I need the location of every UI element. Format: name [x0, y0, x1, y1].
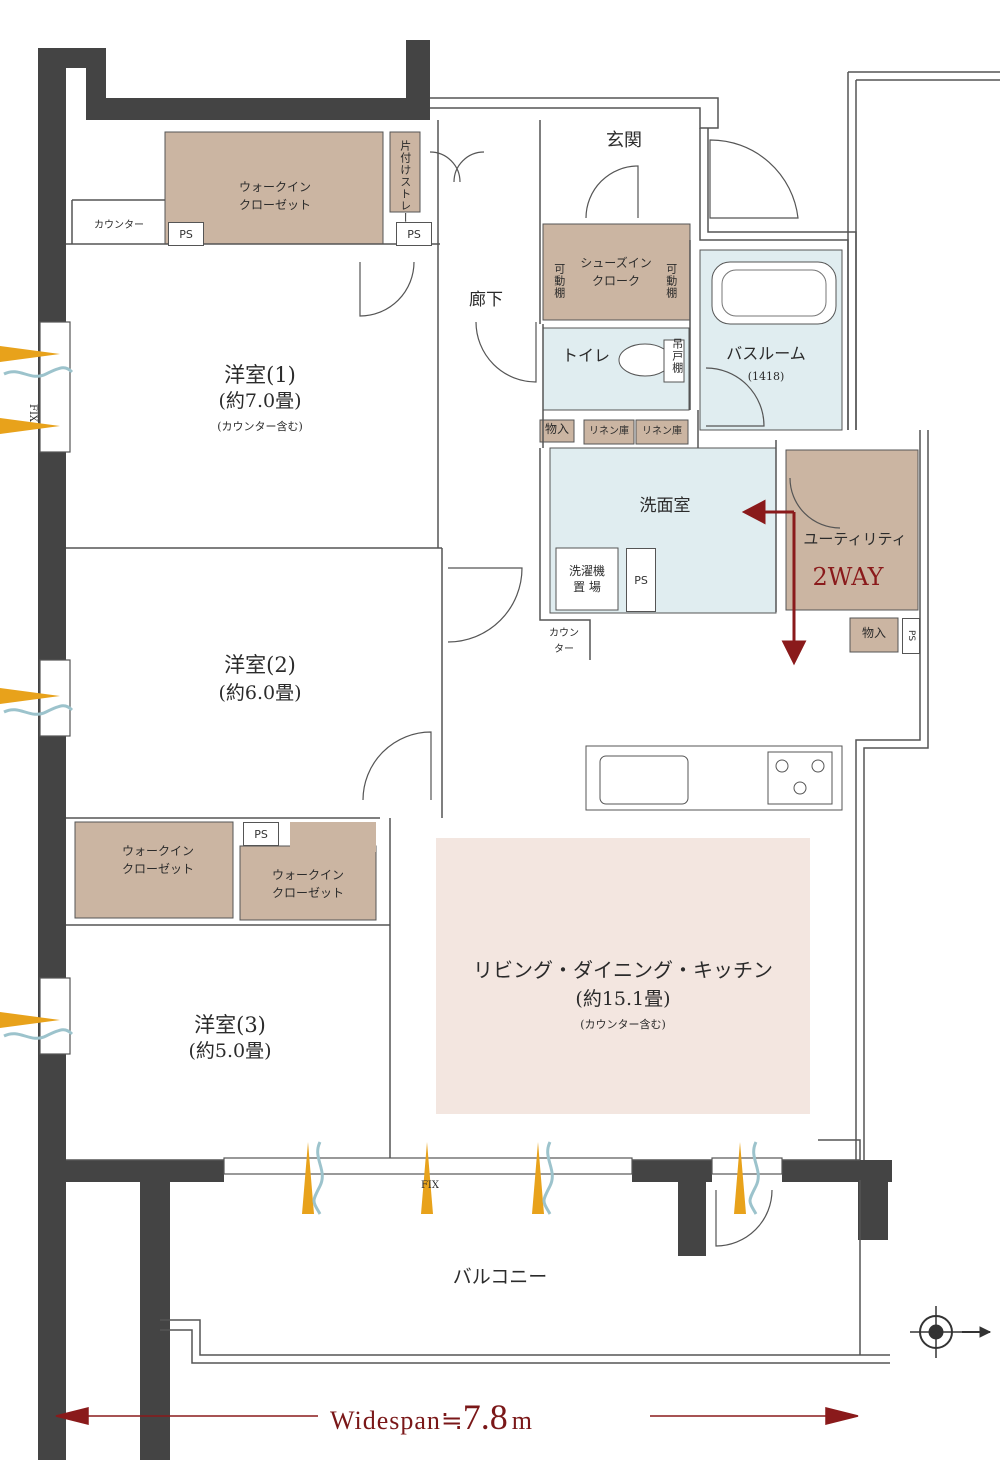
laundry-line1: 洗濯機 — [568, 564, 605, 578]
tsuridana: 吊戸棚 — [670, 338, 684, 374]
widespan-value: 7.8 — [462, 1397, 508, 1437]
room-toilet-name: トイレ — [561, 346, 610, 365]
counter-top: カウンター — [94, 220, 144, 231]
room-ldk-note: (カウンター含む) — [580, 1018, 666, 1031]
breeze-waves — [3, 366, 760, 1215]
shoes-in-line2: クローク — [591, 274, 640, 288]
linen-2: リネン庫 — [642, 426, 682, 437]
doors — [359, 139, 841, 1247]
outline-walls — [160, 71, 1000, 1364]
kado-right: 可動棚 — [664, 263, 678, 299]
linen-1: リネン庫 — [589, 426, 629, 437]
mono-2: 物入 — [861, 626, 886, 640]
counter-wash-line2: ター — [554, 644, 574, 655]
room-western1-name: 洋室(1) — [224, 363, 296, 387]
two-way-label: 2WAY — [812, 563, 884, 591]
widespan-approx: ≒ — [440, 1406, 463, 1435]
room-ldk-size: (約15.1畳) — [575, 988, 671, 1010]
counter-wash-line1: カウン — [549, 628, 579, 639]
room-bath-size: (1418) — [747, 370, 785, 383]
room-washroom-name: 洗面室 — [639, 496, 691, 516]
room-entrance-name: 玄関 — [606, 130, 642, 151]
ps-box: PS — [243, 822, 279, 846]
compass-icon — [910, 1306, 992, 1358]
widespan-line — [55, 1407, 859, 1425]
room-western3-size: (約5.0畳) — [188, 1040, 272, 1062]
room-corridor-name: 廊下 — [469, 290, 503, 310]
room-western2-name: 洋室(2) — [224, 653, 296, 677]
ps-box: PS — [902, 618, 920, 654]
room-western1-size: (約7.0畳) — [218, 390, 302, 412]
two-way-arrows — [741, 499, 807, 666]
room-western1-note: (カウンター含む) — [217, 420, 303, 433]
kado-left: 可動棚 — [552, 263, 566, 299]
ps-box: PS — [396, 222, 432, 246]
room-ldk-name: リビング・ダイニング・キッチン — [473, 958, 773, 982]
wic-left-line1: ウォークイン — [121, 844, 194, 858]
ps-box: PS — [168, 222, 204, 246]
room-balcony-name: バルコニー — [452, 1266, 548, 1288]
room-bath-name: バスルーム — [726, 344, 806, 363]
room-western3-name: 洋室(3) — [194, 1013, 266, 1037]
widespan-caption: Widespan ≒ 7.8 m — [330, 1396, 532, 1437]
room-utility-name: ユーティリティ — [803, 530, 907, 548]
katazuke-storage: 片付けストレージ — [398, 140, 412, 236]
wic-right-line2: クローゼット — [271, 886, 344, 900]
fix-bottom-label: FIX — [420, 1180, 439, 1191]
widespan-unit: m — [511, 1406, 532, 1435]
laundry-line2: 置 場 — [573, 580, 601, 594]
walls — [38, 40, 892, 1460]
wic-left-line2: クローゼット — [121, 862, 194, 876]
fix-left-label: FIX — [27, 404, 38, 423]
wic-top-line2: クローゼット — [238, 198, 311, 212]
airflow-arrows — [0, 346, 746, 1214]
shoes-in-line1: シューズイン — [580, 256, 652, 270]
room-western2-size: (約6.0畳) — [218, 682, 302, 704]
wic-right-line1: ウォークイン — [271, 868, 344, 882]
ps-box: PS — [626, 548, 656, 612]
wic-top-line1: ウォークイン — [238, 180, 311, 194]
widespan-label: Widespan — [330, 1406, 441, 1435]
mono-1: 物入 — [544, 422, 569, 436]
